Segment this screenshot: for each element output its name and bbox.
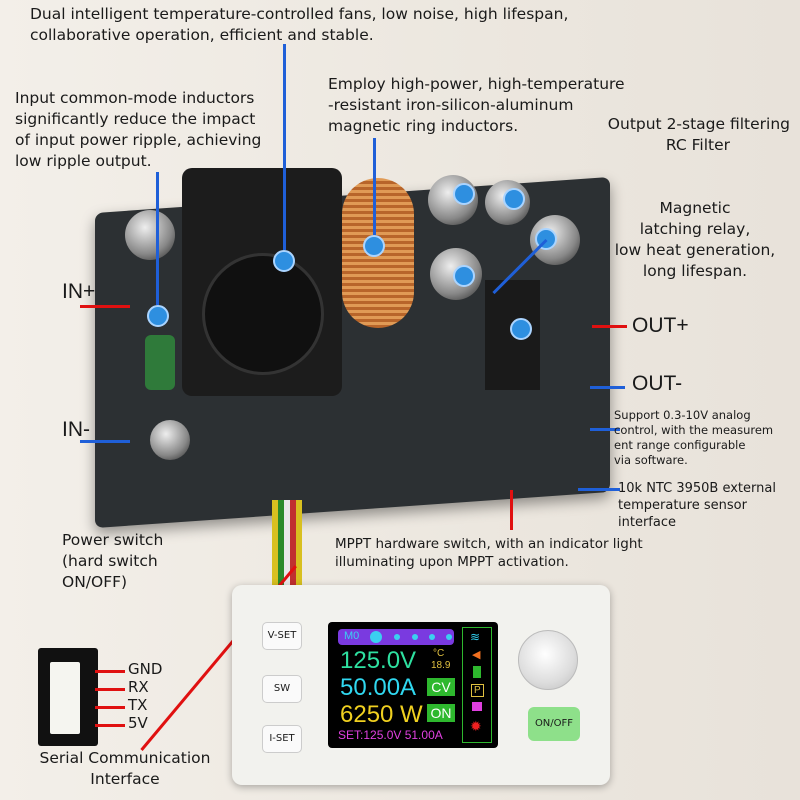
caption-inductors: significantly reduce the impact xyxy=(15,110,256,128)
unlock-icon xyxy=(472,702,482,711)
callout-dot xyxy=(147,305,169,327)
callout-dot xyxy=(363,235,385,257)
callout-dot xyxy=(453,265,475,287)
rotary-knob[interactable] xyxy=(518,630,578,690)
caption-filter: Output 2-stage filtering xyxy=(607,115,790,133)
cooling-fan xyxy=(182,168,342,396)
caption-switch: ON/OFF) xyxy=(62,573,128,591)
in-minus-line xyxy=(80,440,130,443)
callout-dot xyxy=(503,188,525,210)
mode-dot xyxy=(412,634,418,640)
callout-dot xyxy=(453,183,475,205)
label-out-plus: OUT+ xyxy=(632,314,689,337)
out-plus-line xyxy=(592,325,627,328)
voltage-readout: 125.0V xyxy=(340,647,417,674)
serial-connector xyxy=(38,648,98,746)
callout-line xyxy=(156,172,159,305)
caption-ring: magnetic ring inductors. xyxy=(328,117,519,135)
caption-mppt: illuminating upon MPPT activation. xyxy=(335,554,569,570)
set-readout: SET:125.0V 51.00A xyxy=(338,728,443,742)
caption-switch: (hard switch xyxy=(62,552,158,570)
caption-ring: -resistant iron-silicon-aluminum xyxy=(328,96,574,114)
callout-line xyxy=(590,428,620,431)
label-in-plus: IN+ xyxy=(62,280,96,303)
callout-line xyxy=(373,138,376,235)
caption-ntc: interface xyxy=(618,515,676,530)
caption-switch: Power switch xyxy=(62,531,164,549)
in-plus-line xyxy=(80,305,130,308)
p-icon: P xyxy=(471,684,484,697)
status-icons: ≋ ◀ P ✹ xyxy=(462,627,492,743)
pin-rx: RX xyxy=(128,678,149,696)
temp-readout: 18.9 xyxy=(431,660,451,671)
label-in-minus: IN- xyxy=(62,418,90,441)
on-badge: ON xyxy=(427,704,455,722)
cv-badge: CV xyxy=(427,678,455,696)
pin-tx: TX xyxy=(128,696,148,714)
caption-ntc: 10k NTC 3950B external xyxy=(618,481,776,496)
battery-icon xyxy=(473,666,481,678)
power-readout: 6250 W xyxy=(340,701,423,728)
temp-icon: °C xyxy=(433,648,445,659)
iset-button[interactable]: I-SET xyxy=(262,725,302,753)
caption-relay: Magnetic xyxy=(659,199,731,217)
mode-dot xyxy=(446,634,452,640)
onoff-button[interactable]: ON/OFF xyxy=(528,707,580,741)
current-readout: 50.00A xyxy=(340,674,417,701)
caption-inductors: of input power ripple, achieving xyxy=(15,131,262,149)
wifi-icon: ≋ xyxy=(470,630,481,644)
caption-relay: latching relay, xyxy=(639,220,751,238)
caption-relay: long lifespan. xyxy=(642,262,748,280)
mppt-line xyxy=(510,490,513,530)
lcd-screen: M0 125.0V 50.00A 6250 W °C 18.9 CV ON SE… xyxy=(328,622,498,748)
caption-inductors: Input common-mode inductors xyxy=(15,89,255,107)
speaker-icon: ◀ xyxy=(472,649,481,661)
callout-line xyxy=(578,488,620,491)
caption-fans: collaborative operation, efficient and s… xyxy=(30,26,374,44)
capacitor xyxy=(125,210,175,260)
caption-ring: Employ high-power, high-temperature xyxy=(328,75,625,93)
sun-icon: ✹ xyxy=(470,718,482,734)
capacitor xyxy=(150,420,190,460)
caption-analog: Support 0.3-10V analog xyxy=(614,408,751,422)
vset-button[interactable]: V-SET xyxy=(262,622,302,650)
mode-dot xyxy=(370,631,382,643)
mode-label: M0 xyxy=(344,630,360,642)
mode-dot xyxy=(429,634,435,640)
caption-ntc: temperature sensor xyxy=(618,498,747,513)
callout-dot xyxy=(510,318,532,340)
fan-blades xyxy=(202,253,324,375)
caption-filter: RC Filter xyxy=(665,136,730,154)
out-minus-line xyxy=(590,386,625,389)
mode-dot xyxy=(394,634,400,640)
callout-line xyxy=(283,44,286,250)
caption-analog: ent range configurable xyxy=(614,438,746,452)
pin-gnd: GND xyxy=(128,660,163,678)
caption-mppt: MPPT hardware switch, with an indicator … xyxy=(335,536,643,552)
caption-serial: Interface xyxy=(90,770,160,788)
callout-dot xyxy=(273,250,295,272)
caption-relay: low heat generation, xyxy=(614,241,776,259)
caption-fans: Dual intelligent temperature-controlled … xyxy=(30,5,569,23)
sw-button[interactable]: SW xyxy=(262,675,302,703)
pin-5v: 5V xyxy=(128,714,148,732)
caption-analog: control, with the measurem xyxy=(614,423,774,437)
caption-inductors: low ripple output. xyxy=(15,152,152,170)
caption-serial: Serial Communication xyxy=(39,749,211,767)
caption-analog: via software. xyxy=(614,453,688,467)
label-out-minus: OUT- xyxy=(632,372,683,395)
common-mode-inductor xyxy=(145,335,175,390)
